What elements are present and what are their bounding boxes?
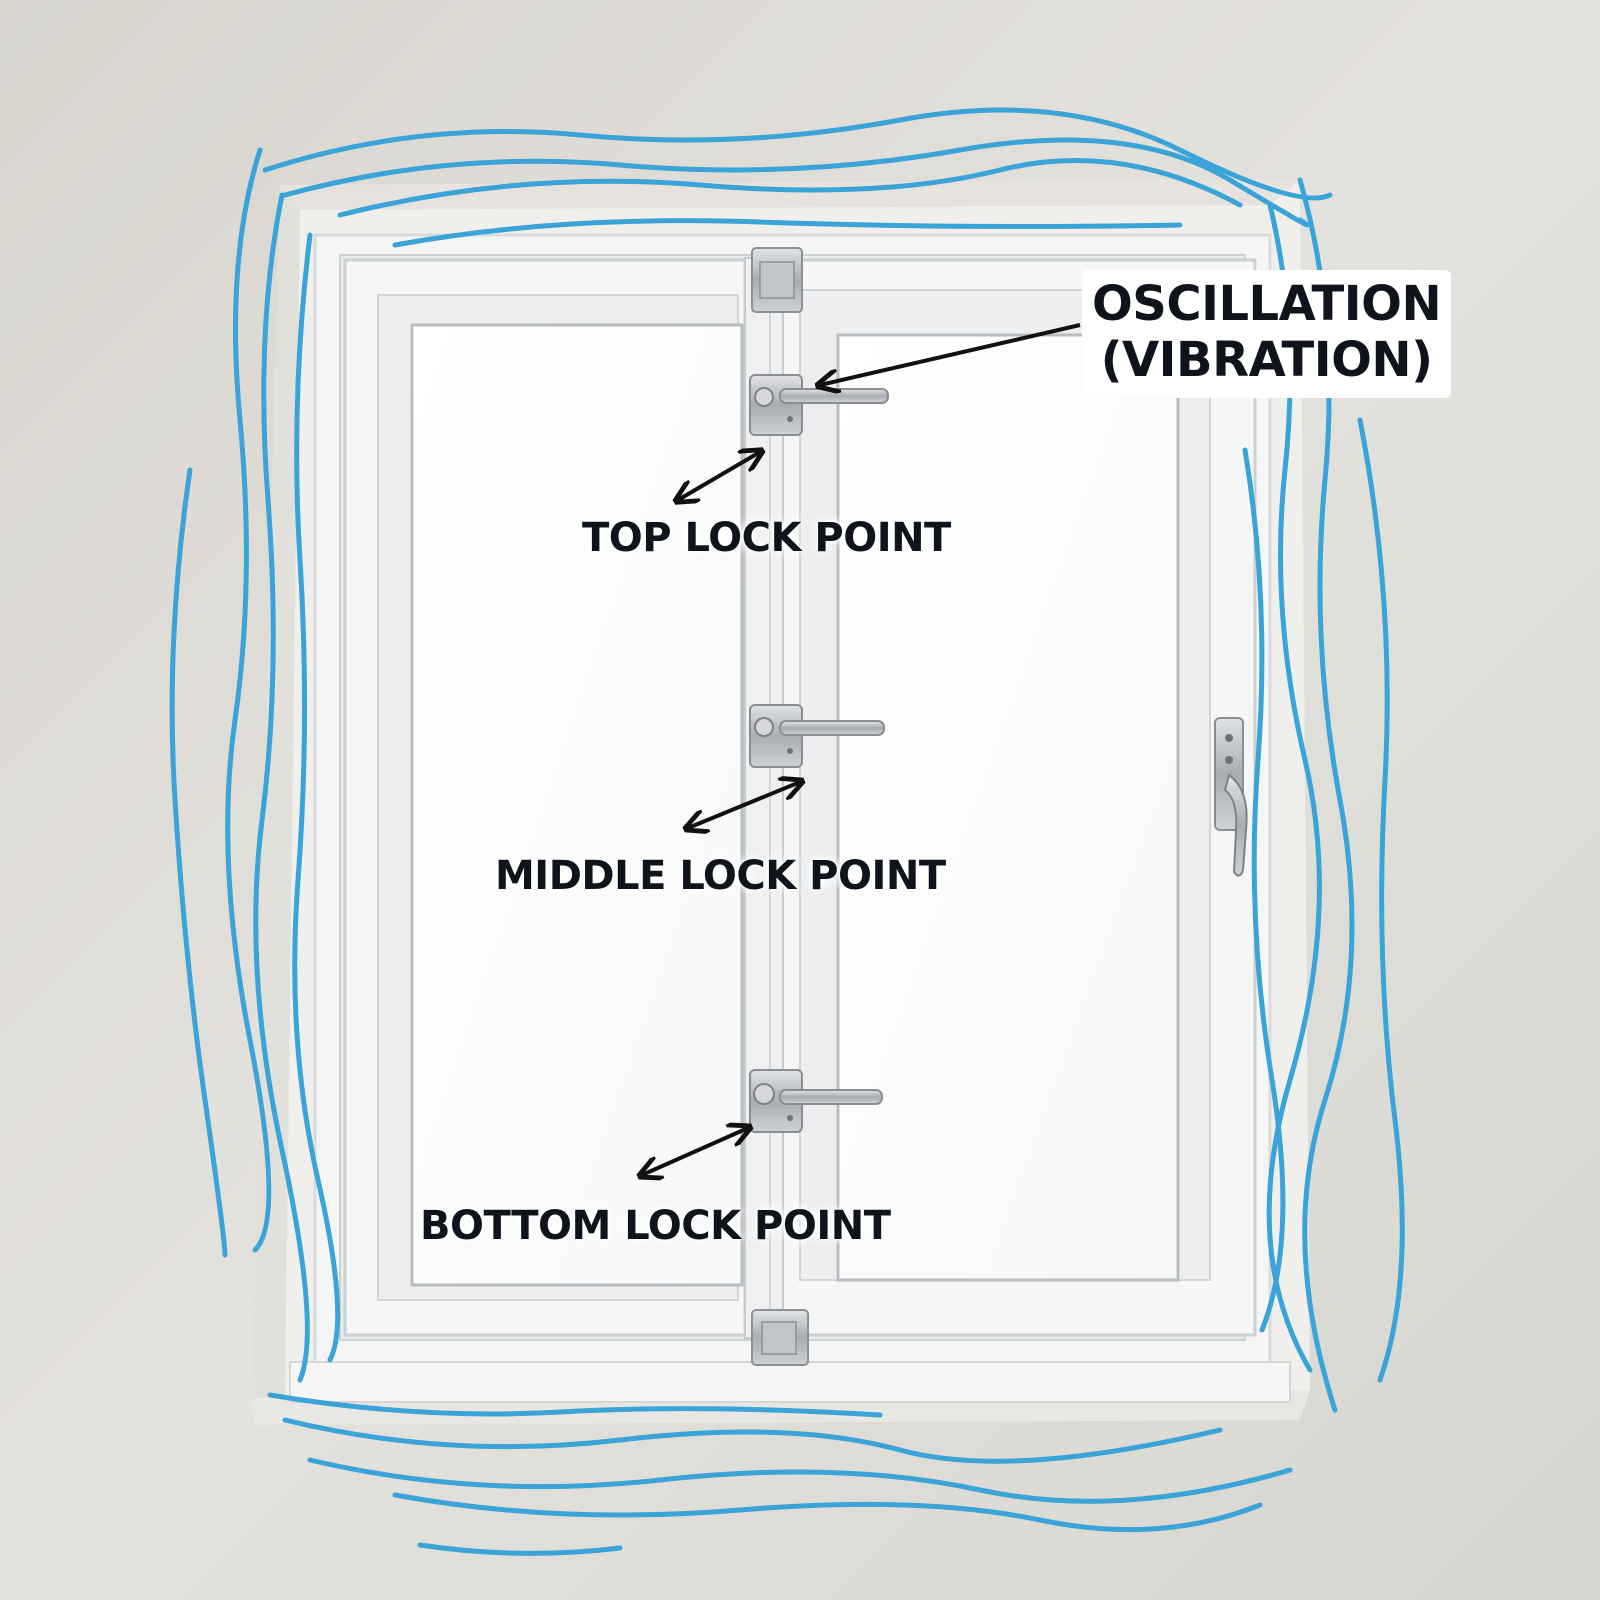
- right-glass-pane: [838, 335, 1178, 1280]
- right-sash: [775, 260, 1255, 1335]
- hinge-icon: [752, 248, 802, 312]
- oscillation-label-line1: OSCILLATION: [1092, 276, 1441, 332]
- bottom-lock-label: BOTTOM LOCK POINT: [420, 1203, 891, 1249]
- oscillation-label: OSCILLATION (VIBRATION): [1082, 270, 1451, 398]
- middle-lock-label: MIDDLE LOCK POINT: [495, 853, 946, 899]
- oscillation-label-line2: (VIBRATION): [1092, 332, 1441, 388]
- left-glass-pane: [412, 325, 742, 1285]
- left-sash: [345, 260, 745, 1335]
- top-lock-label: TOP LOCK POINT: [582, 515, 951, 561]
- hinge-icon: [752, 1310, 808, 1365]
